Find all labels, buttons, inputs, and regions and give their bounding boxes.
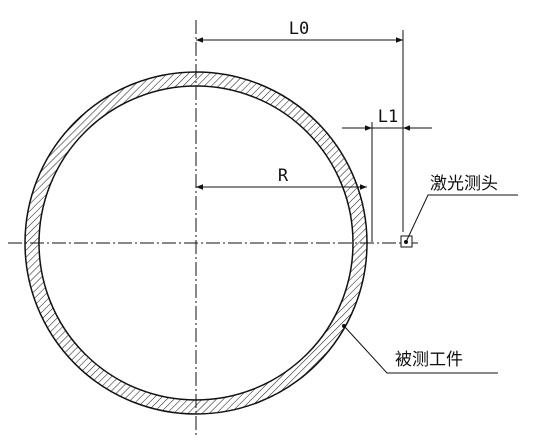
l0-label: L0 — [289, 19, 309, 39]
r-label: R — [278, 166, 289, 186]
workpiece-label: 被测工件 — [395, 350, 463, 370]
workpiece-leader — [343, 325, 498, 374]
laser-probe-label: 激光测头 — [430, 174, 498, 194]
laser-probe-leader — [405, 194, 518, 243]
l1-label: L1 — [378, 107, 398, 127]
